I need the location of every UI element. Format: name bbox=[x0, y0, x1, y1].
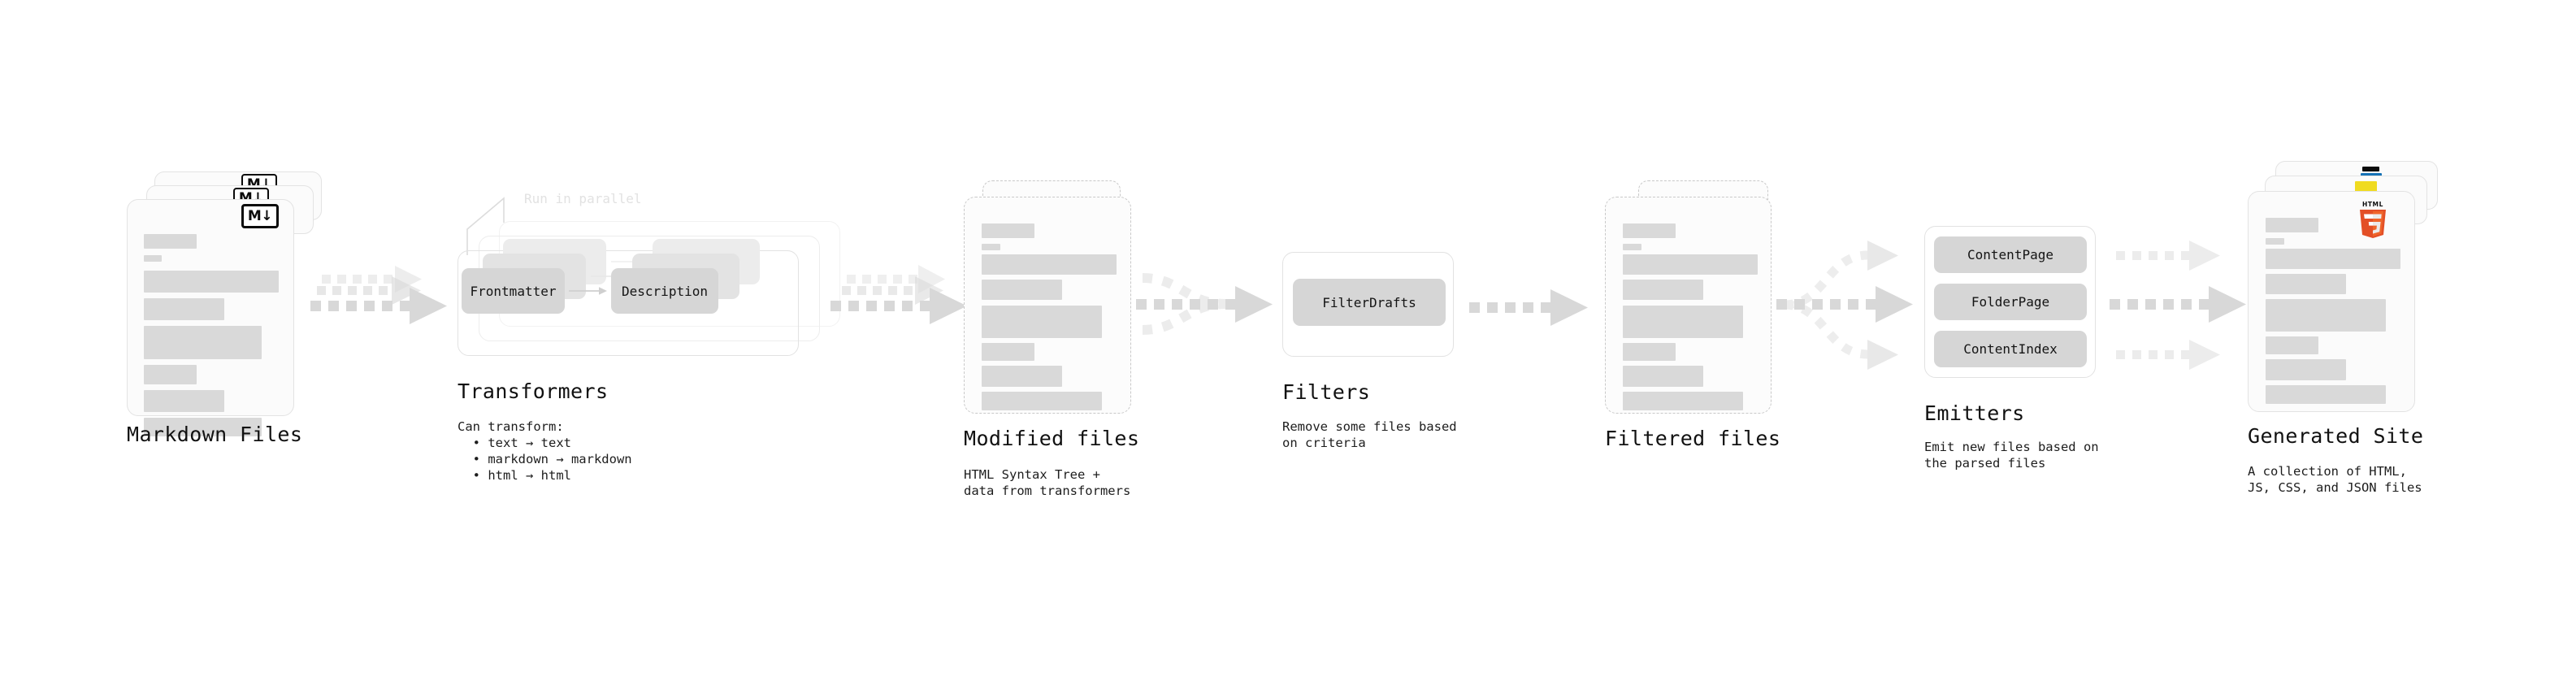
filters-title: Filters bbox=[1282, 380, 1371, 404]
doc-bar bbox=[1623, 366, 1703, 387]
doc-bar bbox=[982, 306, 1102, 338]
doc-bar bbox=[982, 343, 1034, 361]
arrow-markdown-to-transformers bbox=[310, 266, 447, 324]
markdown-badge-text: M↓ bbox=[247, 207, 273, 224]
doc-bar bbox=[2266, 299, 2386, 332]
doc-bar bbox=[144, 255, 162, 262]
html5-icon: HTML bbox=[2360, 201, 2386, 238]
doc-bar bbox=[144, 365, 197, 384]
filters-subtitle: Remove some files based on criteria bbox=[1282, 419, 1457, 450]
transformer-node-frontmatter-label: Frontmatter bbox=[470, 283, 557, 299]
generated-site-title: Generated Site bbox=[2248, 424, 2424, 448]
arrow-transformers-to-modified bbox=[830, 265, 967, 324]
doc-bar bbox=[982, 366, 1062, 387]
doc-bar bbox=[982, 244, 1000, 250]
doc-bar bbox=[144, 326, 262, 359]
doc-bar bbox=[144, 271, 279, 293]
arrow-filters-to-filtered bbox=[1469, 289, 1588, 326]
transformer-group-box-1 bbox=[458, 250, 799, 356]
emitters-subtitle: Emit new files based on the parsed files bbox=[1924, 440, 2099, 471]
emitter-node-contentindex-label: ContentIndex bbox=[1963, 341, 2058, 357]
doc-bar bbox=[144, 298, 224, 320]
emitters-title: Emitters bbox=[1924, 401, 2025, 425]
css3-badge-label bbox=[2362, 167, 2379, 171]
modified-files-subtitle: HTML Syntax Tree + data from transformer… bbox=[964, 467, 1131, 498]
transformer-node-description-label: Description bbox=[622, 283, 708, 299]
doc-bar bbox=[1623, 244, 1641, 250]
filter-node-filterdrafts[interactable]: FilterDrafts bbox=[1293, 279, 1446, 326]
markdown-badge: M↓ bbox=[241, 204, 279, 228]
doc-bar bbox=[982, 392, 1102, 410]
doc-bar bbox=[2266, 385, 2386, 404]
transformer-node-description[interactable]: Description bbox=[611, 268, 718, 314]
run-in-parallel-label: Run in parallel bbox=[524, 191, 642, 206]
doc-bar bbox=[144, 418, 262, 436]
filters-box bbox=[1282, 252, 1454, 357]
doc-bar bbox=[144, 234, 197, 249]
doc-bar bbox=[982, 280, 1062, 300]
doc-bar bbox=[1623, 392, 1743, 410]
doc-bar bbox=[2266, 336, 2318, 354]
arrow-emitters-to-site bbox=[2110, 241, 2246, 370]
modified-files-title: Modified files bbox=[964, 427, 1140, 450]
doc-bar bbox=[1623, 280, 1703, 300]
css3-badge bbox=[2361, 173, 2382, 176]
arrow-modified-to-filters bbox=[1136, 273, 1273, 335]
transformers-subtitle: Can transform: • text → text • markdown … bbox=[458, 419, 632, 483]
doc-bar bbox=[1623, 306, 1743, 338]
transformers-title: Transformers bbox=[458, 380, 609, 403]
emitter-node-contentindex[interactable]: ContentIndex bbox=[1934, 331, 2087, 367]
doc-bar bbox=[2266, 249, 2400, 269]
doc-bar bbox=[144, 390, 224, 412]
doc-bar bbox=[2266, 359, 2346, 380]
parallel-bracket bbox=[466, 197, 505, 255]
doc-bar bbox=[982, 254, 1117, 275]
emitter-node-folderpage-label: FolderPage bbox=[1971, 294, 2050, 310]
doc-bar bbox=[1623, 223, 1676, 238]
svg-text:HTML: HTML bbox=[2362, 201, 2383, 208]
filtered-files-title: Filtered files bbox=[1605, 427, 1781, 450]
doc-bar bbox=[1623, 343, 1676, 361]
markdown-files-title: Markdown Files bbox=[127, 423, 303, 446]
emitter-node-contentpage-label: ContentPage bbox=[1967, 247, 2053, 262]
doc-bar bbox=[982, 223, 1034, 238]
doc-bar bbox=[2266, 238, 2284, 245]
emitter-node-folderpage[interactable]: FolderPage bbox=[1934, 284, 2087, 320]
doc-bar bbox=[2266, 274, 2346, 294]
transformer-inner-arrow bbox=[569, 287, 607, 295]
emitters-box bbox=[1924, 226, 2096, 378]
emitter-node-contentpage[interactable]: ContentPage bbox=[1934, 236, 2087, 273]
doc-bar bbox=[2266, 218, 2318, 232]
generated-site-subtitle: A collection of HTML, JS, CSS, and JSON … bbox=[2248, 464, 2422, 495]
filter-node-filterdrafts-label: FilterDrafts bbox=[1322, 294, 1416, 310]
doc-bar bbox=[1623, 254, 1758, 275]
arrow-filtered-to-emitters bbox=[1776, 241, 1913, 370]
transformer-node-frontmatter[interactable]: Frontmatter bbox=[462, 268, 565, 314]
